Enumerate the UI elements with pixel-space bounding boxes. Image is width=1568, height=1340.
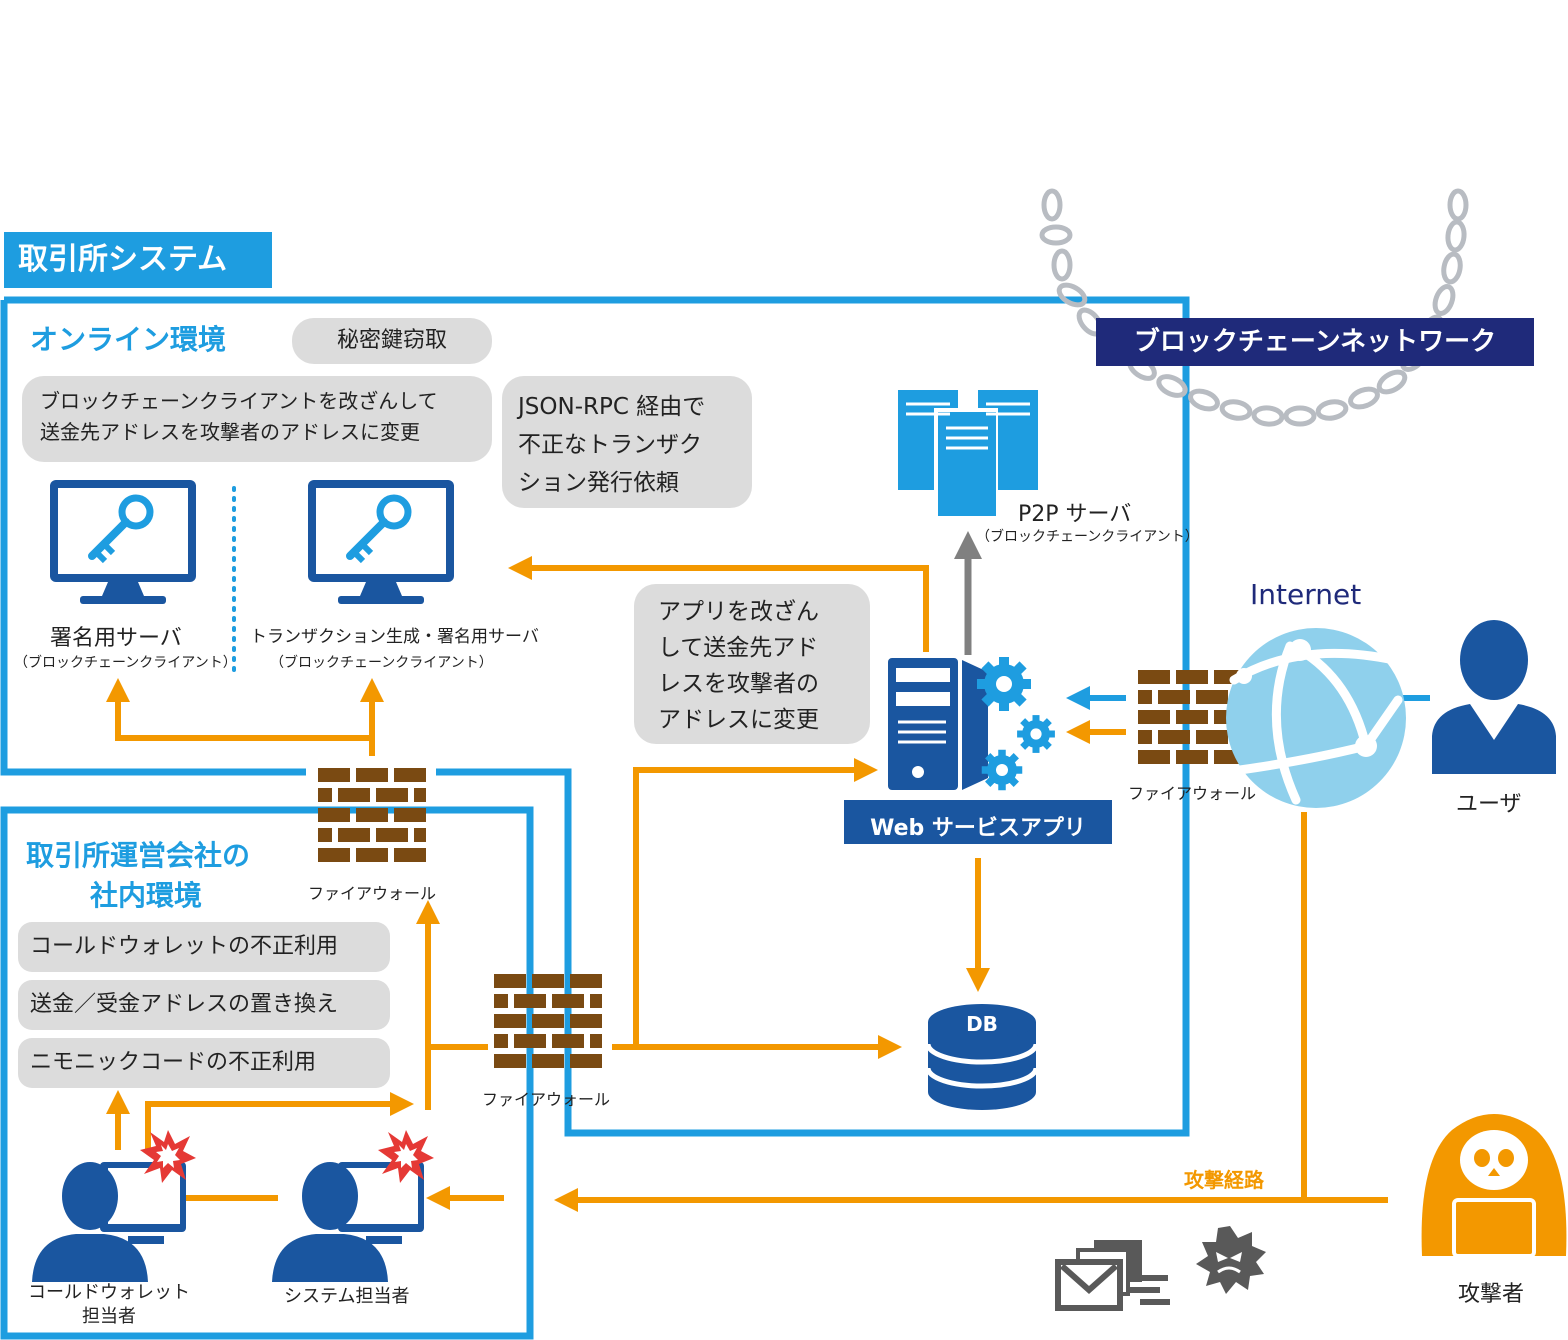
firewall-icon bbox=[318, 768, 426, 862]
gear-server-icon bbox=[888, 657, 1055, 791]
firewall-label: ファイアウォール bbox=[308, 884, 437, 903]
user-icon bbox=[1432, 620, 1556, 774]
bubble-json-rpc: JSON-RPC 経由で 不正なトランザク ション発行依頼 bbox=[502, 376, 752, 508]
attack-route-label: 攻撃経路 bbox=[1184, 1168, 1264, 1192]
firewall-label: ファイアウォール bbox=[482, 1090, 611, 1109]
email-stack-icon bbox=[1055, 1240, 1170, 1311]
attack-arrows bbox=[106, 556, 1388, 1212]
signing-server-label: 署名用サーバ bbox=[50, 626, 182, 651]
system-boundaries bbox=[0, 296, 1190, 1340]
firewall-icon bbox=[494, 974, 602, 1068]
tx-server-label: トランザクション生成・署名用サーバ bbox=[250, 627, 539, 647]
bubble-app-tamper: アプリを改ざん して送金先アド レスを攻撃者の アドレスに変更 bbox=[634, 584, 870, 744]
server-rack-icon bbox=[898, 390, 1038, 516]
web-app-label-bg bbox=[844, 800, 1112, 844]
cold-wallet-staff-label-2: 担当者 bbox=[82, 1306, 136, 1327]
malware-icon bbox=[1196, 1226, 1266, 1294]
tx-server-sublabel: （ブロックチェーンクライアント） bbox=[270, 655, 493, 671]
bubble-mnemonic-abuse: ニモニックコードの不正利用 bbox=[18, 1038, 390, 1088]
blockchain-network-title: ブロックチェーンネットワーク bbox=[1096, 318, 1534, 366]
key-monitor-icon bbox=[50, 480, 196, 604]
attacker-label: 攻撃者 bbox=[1458, 1282, 1525, 1307]
signing-server-sublabel: （ブロックチェーンクライアント） bbox=[14, 655, 237, 671]
p2p-server-sublabel: （ブロックチェーンクライアント） bbox=[976, 529, 1199, 545]
db-label: DB bbox=[966, 1012, 998, 1036]
online-env-title: オンライン環境 bbox=[30, 323, 227, 356]
internal-env-title-1: 取引所運営会社の bbox=[26, 839, 251, 872]
database-icon bbox=[925, 1004, 1039, 1110]
chain-icon bbox=[1039, 188, 1469, 427]
p2p-server-label: P2P サーバ bbox=[1018, 502, 1132, 527]
cold-wallet-staff-icon bbox=[32, 1130, 196, 1282]
system-staff-icon bbox=[272, 1130, 434, 1282]
user-label: ユーザ bbox=[1456, 792, 1522, 817]
bubble-client-tamper: ブロックチェーンクライアントを改ざんして 送金先アドレスを攻撃者のアドレスに変更 bbox=[22, 376, 492, 462]
bubble-cold-wallet-abuse: コールドウォレットの不正利用 bbox=[18, 922, 390, 972]
key-monitor-icon bbox=[308, 480, 454, 604]
bubble-key-theft: 秘密鍵窃取 bbox=[292, 318, 492, 364]
bubble-address-swap: 送金／受金アドレスの置き換え bbox=[18, 980, 390, 1030]
firewall-label: ファイアウォール bbox=[1128, 784, 1257, 803]
web-app-label: Web サービスアプリ bbox=[870, 816, 1086, 841]
globe-icon bbox=[1226, 628, 1406, 808]
cold-wallet-staff-label: コールドウォレット bbox=[28, 1282, 190, 1303]
system-title: 取引所システム bbox=[4, 232, 272, 288]
internal-env-title-2: 社内環境 bbox=[90, 879, 203, 912]
internet-label: Internet bbox=[1250, 578, 1362, 611]
system-staff-label: システム担当者 bbox=[284, 1286, 410, 1307]
hooded-skull-icon bbox=[1421, 1114, 1567, 1258]
